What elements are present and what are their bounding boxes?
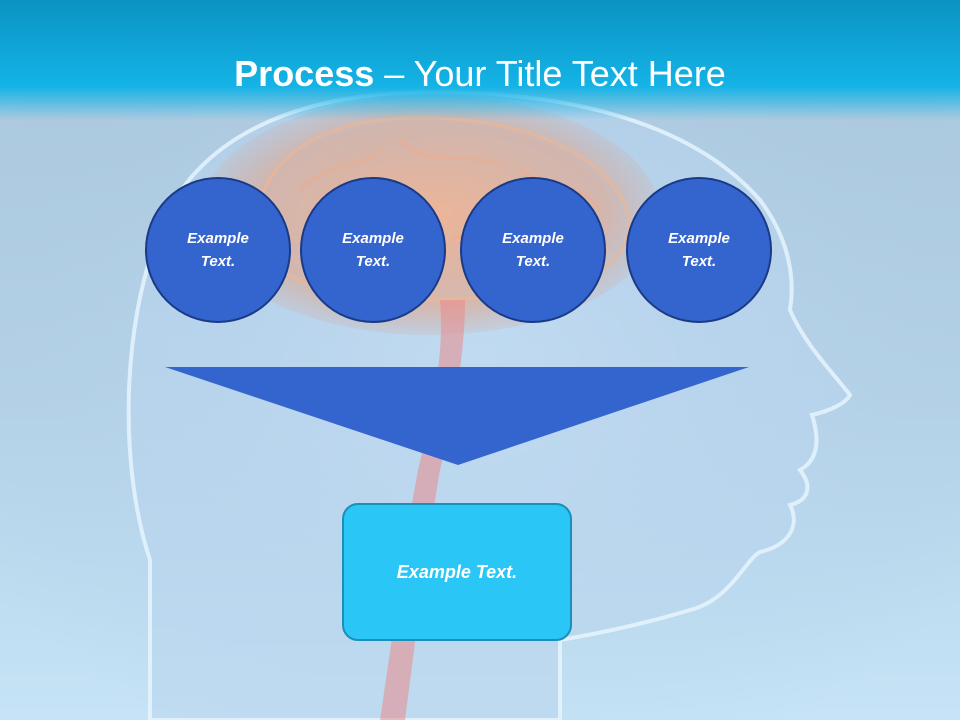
- slide-title: Process – Your Title Text Here: [0, 50, 960, 98]
- funnel-arrow: [165, 367, 749, 465]
- title-band: [0, 0, 960, 120]
- title-strong: Process: [234, 53, 375, 94]
- process-step-label: Example Text.: [187, 230, 249, 270]
- process-step-4[interactable]: Example Text.: [626, 177, 772, 323]
- process-step-3[interactable]: Example Text.: [460, 177, 606, 323]
- process-step-label: Example Text.: [342, 230, 404, 270]
- process-step-2[interactable]: Example Text.: [300, 177, 446, 323]
- result-box[interactable]: Example Text.: [342, 503, 572, 641]
- title-rest: Your Title Text Here: [413, 53, 726, 94]
- process-step-label: Example Text.: [502, 230, 564, 270]
- title-separator: –: [374, 53, 414, 94]
- process-step-label: Example Text.: [668, 230, 730, 270]
- process-step-1[interactable]: Example Text.: [145, 177, 291, 323]
- result-label: Example Text.: [396, 561, 518, 582]
